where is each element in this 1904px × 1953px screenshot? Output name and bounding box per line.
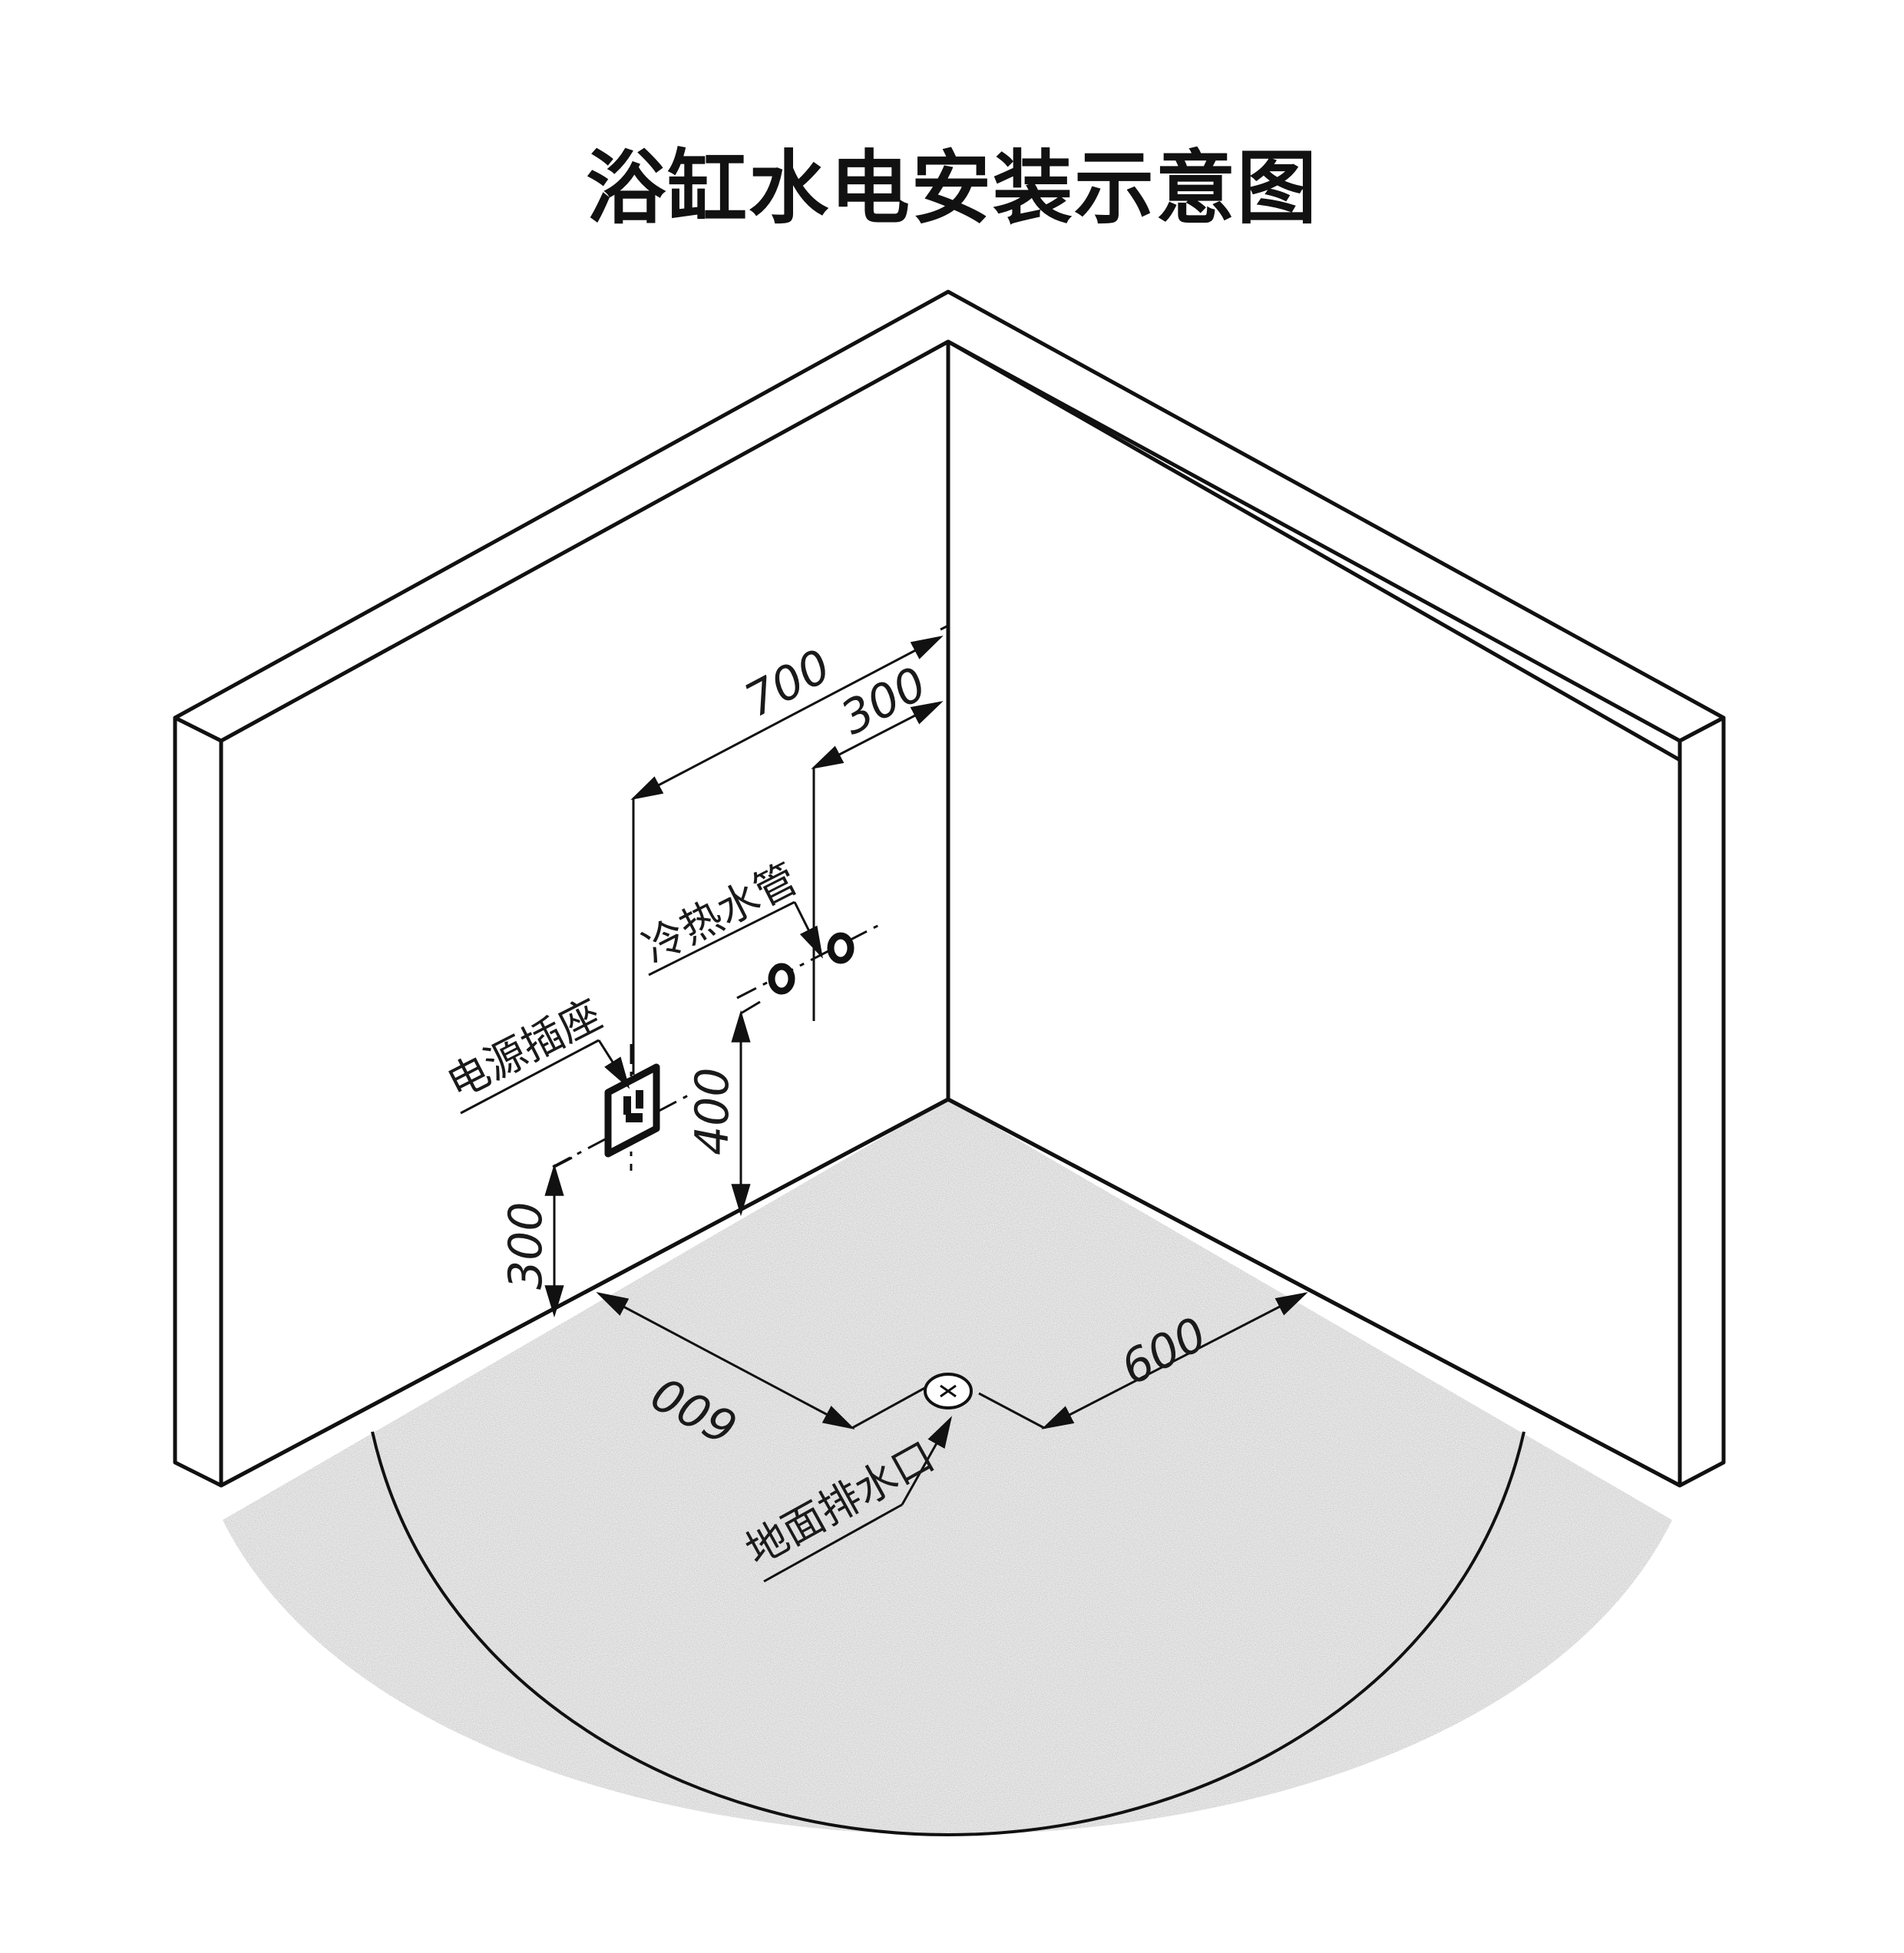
hot-pipe-icon — [827, 932, 854, 964]
floor — [223, 1099, 1672, 1837]
water-pipes — [736, 924, 880, 1000]
floor-drain-callout — [763, 1416, 953, 1583]
water-pipes-callout — [648, 900, 823, 976]
top-dimensions — [630, 624, 949, 1075]
diagram-title: 浴缸水电安装示意图 — [585, 141, 1318, 235]
cold-pipe-icon — [768, 963, 795, 995]
height-dimensions — [544, 1000, 761, 1318]
dim-300-socket: 300 — [499, 1201, 553, 1290]
power-socket-callout — [460, 1039, 630, 1115]
floor-drain — [596, 1292, 1308, 1429]
walls — [173, 289, 1726, 1488]
dim-400-pipe: 400 — [686, 1067, 739, 1155]
